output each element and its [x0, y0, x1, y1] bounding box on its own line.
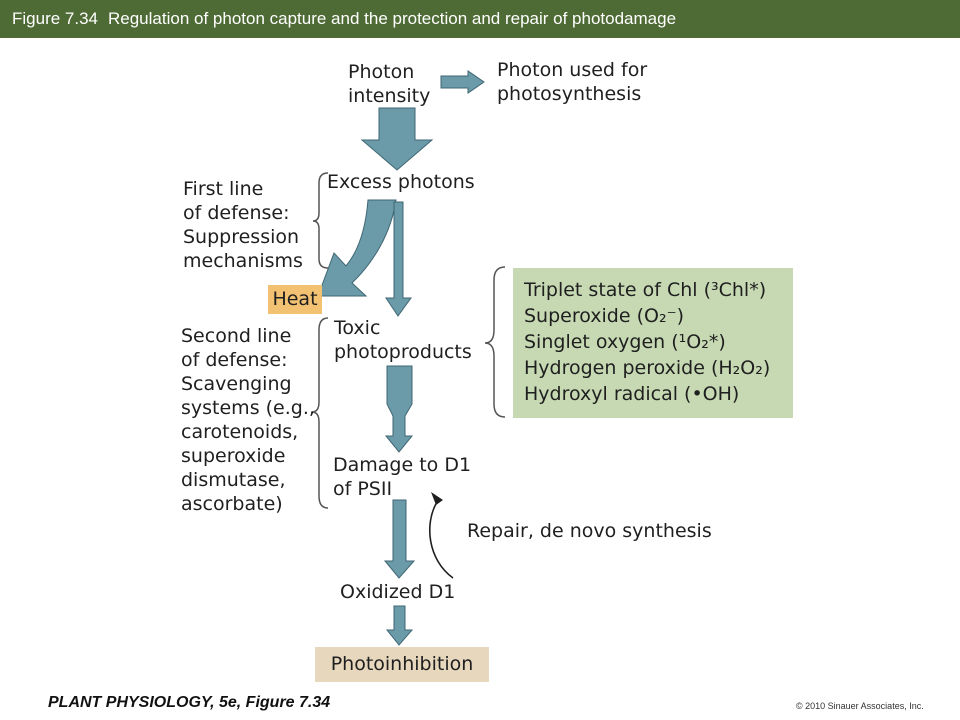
label-oxidized-d1: Oxidized D1 — [340, 581, 456, 603]
label-second-line-defense: Second line of defense: Scavenging syste… — [181, 324, 315, 516]
figure-number: Figure 7.34 — [12, 9, 98, 28]
second-line-6: superoxide — [181, 445, 286, 467]
repair-arrow — [429, 492, 454, 579]
label-damage-d1: Damage to D1 of PSII — [333, 453, 471, 501]
second-line-5: carotenoids, — [181, 421, 299, 443]
product-triplet-chl: Triplet state of Chl (³Chl*) — [524, 279, 767, 301]
brace-first-line — [312, 172, 329, 269]
arrow-to-toxic-photoproducts — [385, 201, 412, 317]
product-superoxide: Superoxide (O₂⁻) — [524, 305, 685, 327]
arrow-to-excess-photons — [360, 107, 434, 171]
photon-intensity-line-2: intensity — [348, 85, 431, 107]
label-first-line-defense: First line of defense: Suppression mecha… — [183, 177, 303, 273]
figure-title: Regulation of photon capture and the pro… — [108, 9, 677, 28]
product-hydroxyl-radical: Hydroxyl radical (•OH) — [524, 383, 740, 405]
label-repair: Repair, de novo synthesis — [467, 520, 712, 542]
braces — [311, 172, 506, 509]
photon-used-line-1: Photon used for — [497, 59, 648, 81]
photoinhibition-box: Photoinhibition — [315, 647, 489, 682]
label-photon-used: Photon used for photosynthesis — [497, 58, 647, 106]
photon-used-line-2: photosynthesis — [497, 83, 642, 105]
first-line-2: of defense: — [183, 202, 290, 224]
brace-products — [484, 266, 506, 418]
slide-title: Figure 7.34 Regulation of photon capture … — [0, 0, 960, 38]
first-line-3: Suppression — [183, 226, 300, 248]
heat-box: Heat — [268, 285, 322, 314]
arrow-to-photoinhibition — [385, 605, 414, 646]
label-toxic-photoproducts: Toxic photoproducts — [334, 316, 472, 364]
second-line-3: Scavenging — [181, 373, 292, 395]
label-photon-intensity: Photon intensity — [348, 60, 430, 108]
second-line-4: systems (e.g., — [181, 397, 315, 419]
repair-arrow-head — [431, 492, 443, 505]
toxic-line-2: photoproducts — [334, 341, 472, 363]
footer-copyright: © 2010 Sinauer Associates, Inc. — [796, 701, 924, 711]
arrow-to-heat — [317, 199, 397, 297]
damage-line-1: Damage to D1 — [333, 454, 472, 476]
second-line-8: ascorbate) — [181, 493, 283, 515]
second-line-7: dismutase, — [181, 469, 286, 491]
arrow-to-oxidized-d1 — [383, 499, 416, 579]
repair-arrow-curve — [429, 501, 454, 579]
label-excess-photons: Excess photons — [327, 171, 475, 193]
toxic-line-1: Toxic — [334, 317, 381, 339]
toxic-products-box: Triplet state of Chl (³Chl*) Superoxide … — [513, 268, 793, 418]
second-line-2: of defense: — [181, 349, 288, 371]
footer-book-credit: PLANT PHYSIOLOGY, 5e, Figure 7.34 — [48, 694, 331, 711]
photon-intensity-line-1: Photon — [348, 61, 415, 83]
brace-second-line — [311, 317, 329, 509]
second-line-1: Second line — [181, 325, 292, 347]
first-line-4: mechanisms — [183, 250, 303, 272]
product-hydrogen-peroxide: Hydrogen peroxide (H₂O₂) — [524, 357, 771, 379]
product-singlet-oxygen: Singlet oxygen (¹O₂*) — [524, 331, 726, 353]
arrow-to-photosynthesis — [440, 70, 485, 94]
arrows — [317, 70, 485, 646]
damage-line-2: of PSII — [333, 478, 393, 500]
first-line-1: First line — [183, 178, 264, 200]
arrow-to-damage — [384, 365, 414, 453]
